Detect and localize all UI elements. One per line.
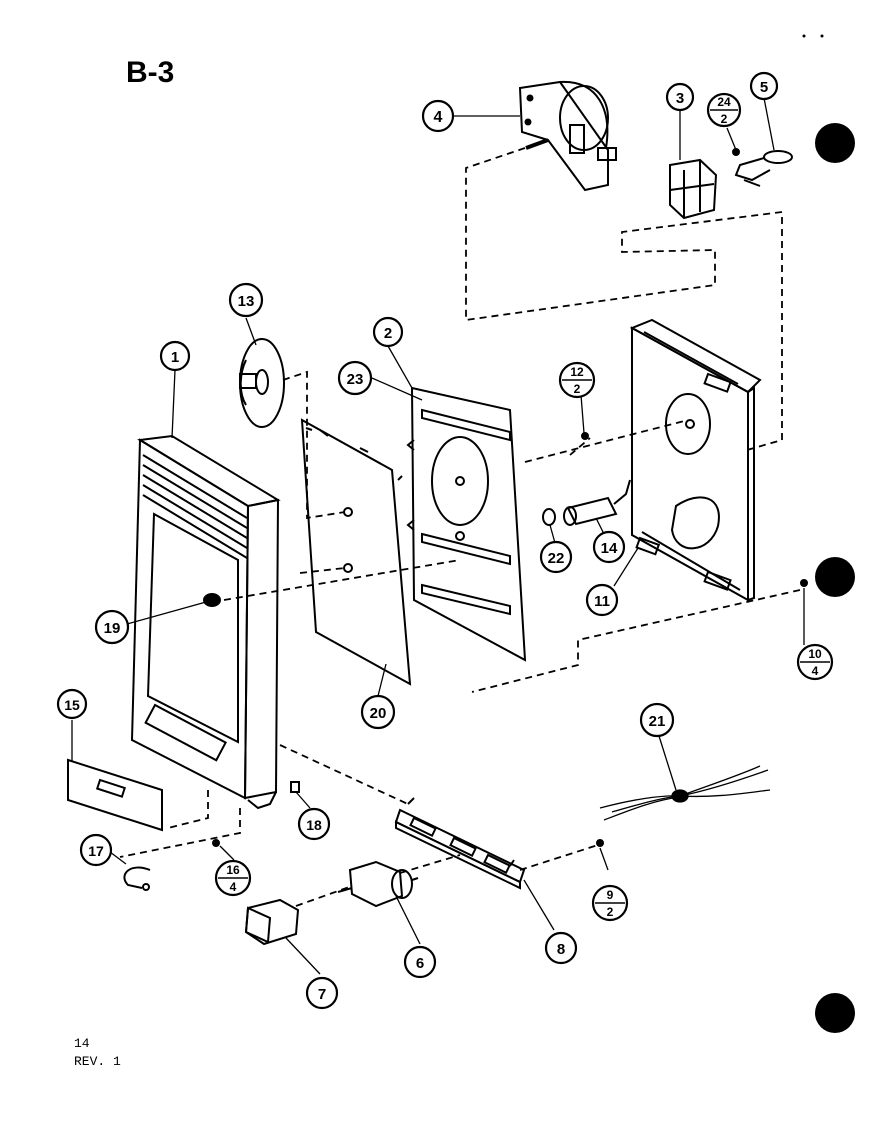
svg-text:4: 4 [230,880,237,894]
part-button-cap-7 [244,898,300,946]
callout-6: 6 [403,945,437,979]
assembly-lines [119,147,801,907]
part-washer-22 [542,508,556,526]
svg-text:14: 14 [601,540,618,557]
callout-22: 22 [539,540,573,574]
svg-text:24: 24 [717,95,731,109]
part-screw-12 [581,432,589,440]
part-clip-5 [734,150,793,187]
svg-text:15: 15 [64,697,80,713]
part-chassis-11 [629,318,762,602]
part-wire-harness-21 [599,765,771,821]
callout-13: 13 [228,282,264,318]
callout-23: 23 [337,360,373,396]
svg-text:9: 9 [607,888,614,902]
callout-1: 1 [159,340,191,372]
svg-text:8: 8 [557,941,565,958]
svg-text:2: 2 [384,325,392,342]
binder-hole-top [815,123,855,163]
callout-14: 14 [592,530,626,564]
svg-text:10: 10 [808,647,822,661]
callout-15: 15 [56,688,88,720]
part-front-housing-1 [130,434,281,810]
callout-20: 20 [360,694,396,730]
callout-24-2: 24 2 [706,92,742,128]
part-hook-17 [123,866,151,891]
svg-text:23: 23 [347,371,364,388]
callout-17: 17 [79,833,113,867]
svg-text:16: 16 [226,863,240,877]
callout-8: 8 [544,931,578,965]
callout-11: 11 [585,583,619,617]
svg-text:5: 5 [760,79,768,96]
svg-text:21: 21 [649,713,666,730]
svg-text:13: 13 [238,293,255,310]
part-clip-18 [290,781,300,793]
svg-text:7: 7 [318,986,326,1003]
part-capacitor-14 [563,479,631,526]
svg-text:20: 20 [370,705,387,722]
svg-text:19: 19 [104,620,121,637]
diagram-title: B-3 [126,56,175,89]
svg-text:6: 6 [416,955,424,972]
svg-text:1: 1 [171,349,179,366]
svg-text:2: 2 [607,905,614,919]
part-bushing-19 [203,593,221,607]
svg-text:18: 18 [306,817,322,833]
binder-hole-middle [815,557,855,597]
page-number: 14 [74,1036,90,1051]
part-switch-6 [337,860,419,908]
part-motor-4 [518,80,617,192]
svg-text:4: 4 [434,109,443,126]
part-back-plate-20 [300,418,412,686]
svg-text:2: 2 [721,112,728,126]
callout-18: 18 [297,807,331,841]
revision-label: REV. 1 [74,1054,121,1069]
part-bracket-8 [394,797,526,890]
callout-3: 3 [665,82,695,112]
svg-text:11: 11 [594,593,610,610]
part-screw-16 [212,839,220,847]
leader-lines [71,97,805,975]
part-screw-9 [596,839,604,847]
callout-2: 2 [372,316,404,348]
part-mounting-plate-2 [406,386,527,662]
callout-5: 5 [749,71,779,101]
part-screw-10 [800,579,808,587]
part-switch-3 [669,158,718,220]
part-bezel-15 [67,758,163,832]
callout-4: 4 [421,99,455,133]
svg-text:3: 3 [676,90,684,107]
part-knob-13 [239,338,285,428]
svg-text:12: 12 [570,365,584,379]
callout-10-4: 10 4 [796,643,834,681]
svg-text:17: 17 [88,843,104,859]
callout-12-2: 12 2 [558,361,596,399]
callout-19: 19 [94,609,130,645]
svg-text:22: 22 [548,550,565,567]
svg-text:4: 4 [812,664,819,678]
binder-hole-bottom [815,993,855,1033]
svg-text:2: 2 [574,382,581,396]
callout-7: 7 [305,976,339,1010]
callout-16-4: 16 4 [214,859,252,897]
callout-9-2: 9 2 [591,884,629,922]
callout-21: 21 [639,702,675,738]
